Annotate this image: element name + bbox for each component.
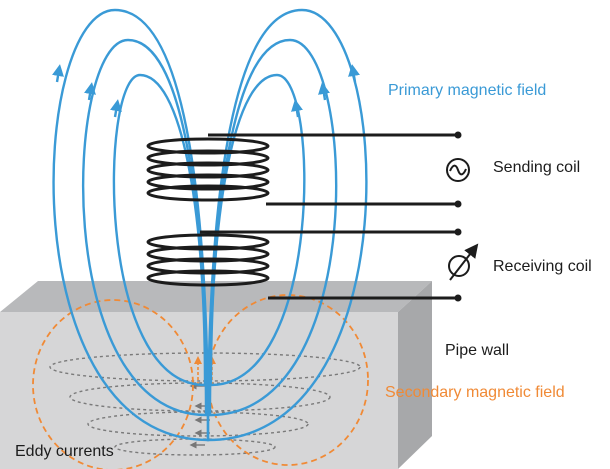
primary-field-arrow [348, 64, 360, 83]
pipe-wall-side-face [398, 281, 432, 469]
primary-field-label: Primary magnetic field [388, 82, 547, 99]
eddy-current-ring [69, 382, 331, 412]
pipe-wall-label: Pipe wall [445, 342, 510, 359]
sending-coil-label: Sending coil [493, 159, 581, 176]
primary-field-loop [112, 73, 207, 387]
receiving-coil-winding [146, 245, 270, 263]
terminal-dot [454, 294, 462, 302]
ac-source-icon [446, 158, 470, 182]
primary-field-arrow [291, 99, 303, 118]
pipe-wall-front-face [0, 312, 398, 469]
primary-field-loop [52, 8, 210, 442]
variable-indicator-icon [448, 243, 479, 281]
receiving-coil-winding [146, 233, 270, 251]
primary-field-loops [52, 8, 368, 442]
sending-coil-winding [146, 161, 270, 179]
primary-field-arrow [84, 82, 96, 101]
sending-coil [146, 137, 270, 202]
primary-field-arrow [110, 99, 122, 118]
primary-field-arrow [52, 64, 64, 83]
eddy-current-ring [87, 411, 309, 437]
eddy-currents-label: Eddy currents [15, 443, 114, 460]
primary-field-arrows [52, 64, 360, 118]
terminal-dot [454, 200, 462, 208]
eddy-current-ring [114, 438, 276, 456]
secondary-field-loop [207, 294, 369, 466]
receiving-coil-winding [146, 269, 270, 287]
sending-coil-winding [146, 173, 270, 191]
secondary-field-loop [32, 299, 194, 469]
terminal-dot [454, 131, 462, 139]
primary-field-arrow [318, 82, 330, 101]
pipe-wall-block [0, 281, 432, 469]
receiving-coil-winding [146, 257, 270, 275]
sending-coil-winding [146, 149, 270, 167]
primary-field-loop [209, 73, 306, 387]
secondary-field-label: Secondary magnetic field [385, 384, 565, 401]
receiving-coil-label: Receiving coil [493, 258, 592, 275]
terminal-dot [454, 228, 462, 236]
sending-coil-winding [146, 184, 270, 202]
coil-leads [200, 131, 462, 302]
primary-field-loop [206, 8, 368, 442]
secondary-field-loops [32, 294, 369, 469]
sending-coil-winding [146, 137, 270, 155]
receiving-coil [146, 233, 270, 287]
